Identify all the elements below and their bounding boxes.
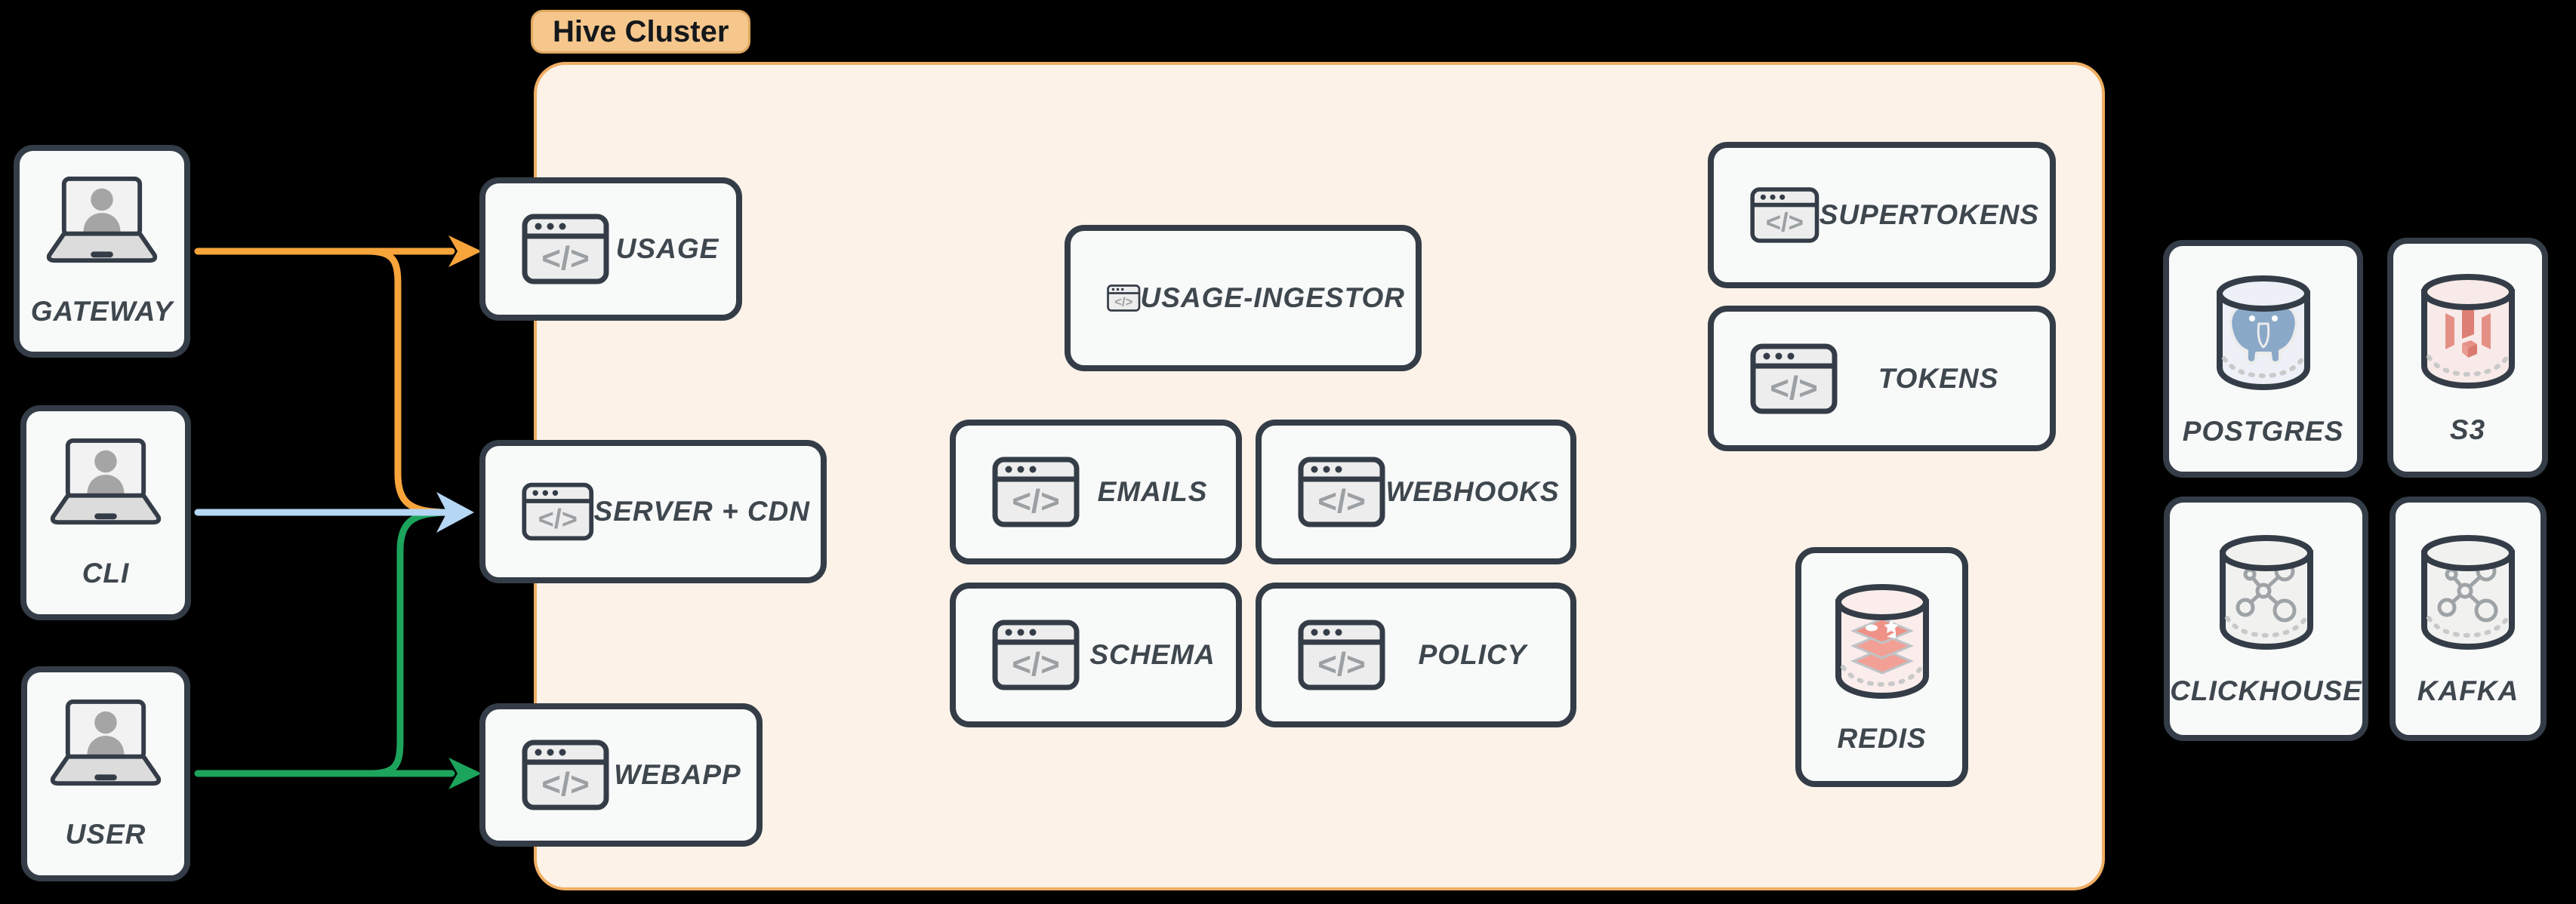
code-window-icon: </> [992, 620, 1080, 690]
client-gateway-label: GATEWAY [30, 296, 174, 327]
svg-text:</>: </> [1317, 483, 1366, 520]
db-kafka-label: KAFKA [2417, 675, 2519, 706]
molecule-icon [2437, 561, 2498, 623]
arrowhead-usage [448, 235, 482, 267]
cluster-nodes-icon [2421, 535, 2515, 650]
code-window-icon: </> [1298, 620, 1385, 690]
code-window-icon: </> [992, 457, 1080, 527]
service-schema-label: SCHEMA [1089, 639, 1216, 670]
service-usage: </> USAGE [479, 177, 742, 321]
db-clickhouse-label: CLICKHOUSE [2170, 675, 2362, 706]
service-tokens: </> TOKENS [1708, 306, 2056, 451]
service-supertokens-label: SUPERTOKENS [1819, 199, 2039, 230]
db-s3-label: S3 [2449, 414, 2486, 445]
svg-text:</>: </> [541, 240, 590, 277]
service-webhooks-label: WEBHOOKS [1385, 476, 1560, 507]
code-window-icon: </> [1750, 343, 1838, 414]
service-usage-label: USAGE [615, 233, 719, 264]
hive-cluster-tag: Hive Cluster [531, 10, 751, 54]
service-schema: </> SCHEMA [950, 583, 1242, 727]
laptop-user-icon [46, 176, 158, 263]
code-window-icon: </> [1298, 457, 1385, 527]
service-policy: </> POLICY [1256, 583, 1576, 727]
client-user-label: USER [65, 818, 146, 850]
client-cli-label: CLI [82, 557, 130, 589]
db-postgres-label: POSTGRES [2182, 415, 2344, 447]
redis-logo-icon [1850, 617, 1914, 675]
service-emails-label: EMAILS [1097, 476, 1208, 507]
service-webhooks: </> WEBHOOKS [1256, 420, 1576, 564]
service-redis-label: REDIS [1837, 723, 1927, 754]
client-user: USER [21, 666, 190, 881]
service-tokens-label: TOKENS [1878, 362, 1999, 394]
code-window-icon: </> [522, 739, 609, 810]
service-emails: </> EMAILS [950, 420, 1242, 564]
db-clickhouse: CLICKHOUSE [2164, 497, 2368, 741]
laptop-user-icon [50, 438, 162, 524]
code-window-icon: </> [522, 482, 594, 541]
svg-text:</>: </> [1114, 294, 1133, 309]
edge-user-server-branch [368, 508, 455, 777]
svg-text:</>: </> [1012, 646, 1060, 683]
service-usage-ingestor-label: USAGE-INGESTOR [1140, 282, 1405, 313]
edge-gateway-server-branch [365, 248, 455, 517]
service-server-cdn: </> SERVER + CDN [479, 440, 827, 583]
code-window-icon: </> [522, 214, 609, 284]
arrowhead-webapp [448, 758, 482, 789]
svg-text:</>: </> [538, 503, 578, 534]
service-policy-label: POLICY [1418, 639, 1527, 670]
service-webapp: </> WEBAPP [479, 703, 763, 847]
svg-text:</>: </> [1766, 208, 1804, 237]
code-window-icon: </> [1750, 187, 1820, 243]
service-usage-ingestor: </> USAGE-INGESTOR [1065, 225, 1422, 371]
svg-text:</>: </> [541, 766, 590, 803]
client-cli: CLI [20, 405, 191, 620]
hive-cluster-tag-label: Hive Cluster [553, 14, 729, 48]
s3-logo-icon [2445, 304, 2491, 358]
client-gateway: GATEWAY [14, 145, 190, 358]
code-window-icon: </> [1107, 284, 1141, 312]
cluster-nodes-icon [2219, 535, 2313, 650]
service-redis: REDIS [1795, 547, 1968, 787]
postgres-database-icon [2216, 275, 2310, 390]
svg-text:</>: </> [1012, 483, 1060, 520]
arrowhead-server [436, 492, 474, 533]
s3-database-icon [2420, 274, 2515, 389]
svg-text:</>: </> [1770, 370, 1818, 407]
db-s3: S3 [2387, 238, 2548, 478]
svg-text:</>: </> [1317, 646, 1366, 683]
service-supertokens: </> SUPERTOKENS [1708, 142, 2056, 288]
laptop-user-icon [50, 699, 162, 786]
db-postgres: POSTGRES [2163, 240, 2363, 478]
db-kafka: KAFKA [2390, 497, 2547, 741]
redis-database-icon [1835, 584, 1929, 700]
service-server-cdn-label: SERVER + CDN [593, 496, 810, 527]
service-webapp-label: WEBAPP [614, 759, 741, 790]
